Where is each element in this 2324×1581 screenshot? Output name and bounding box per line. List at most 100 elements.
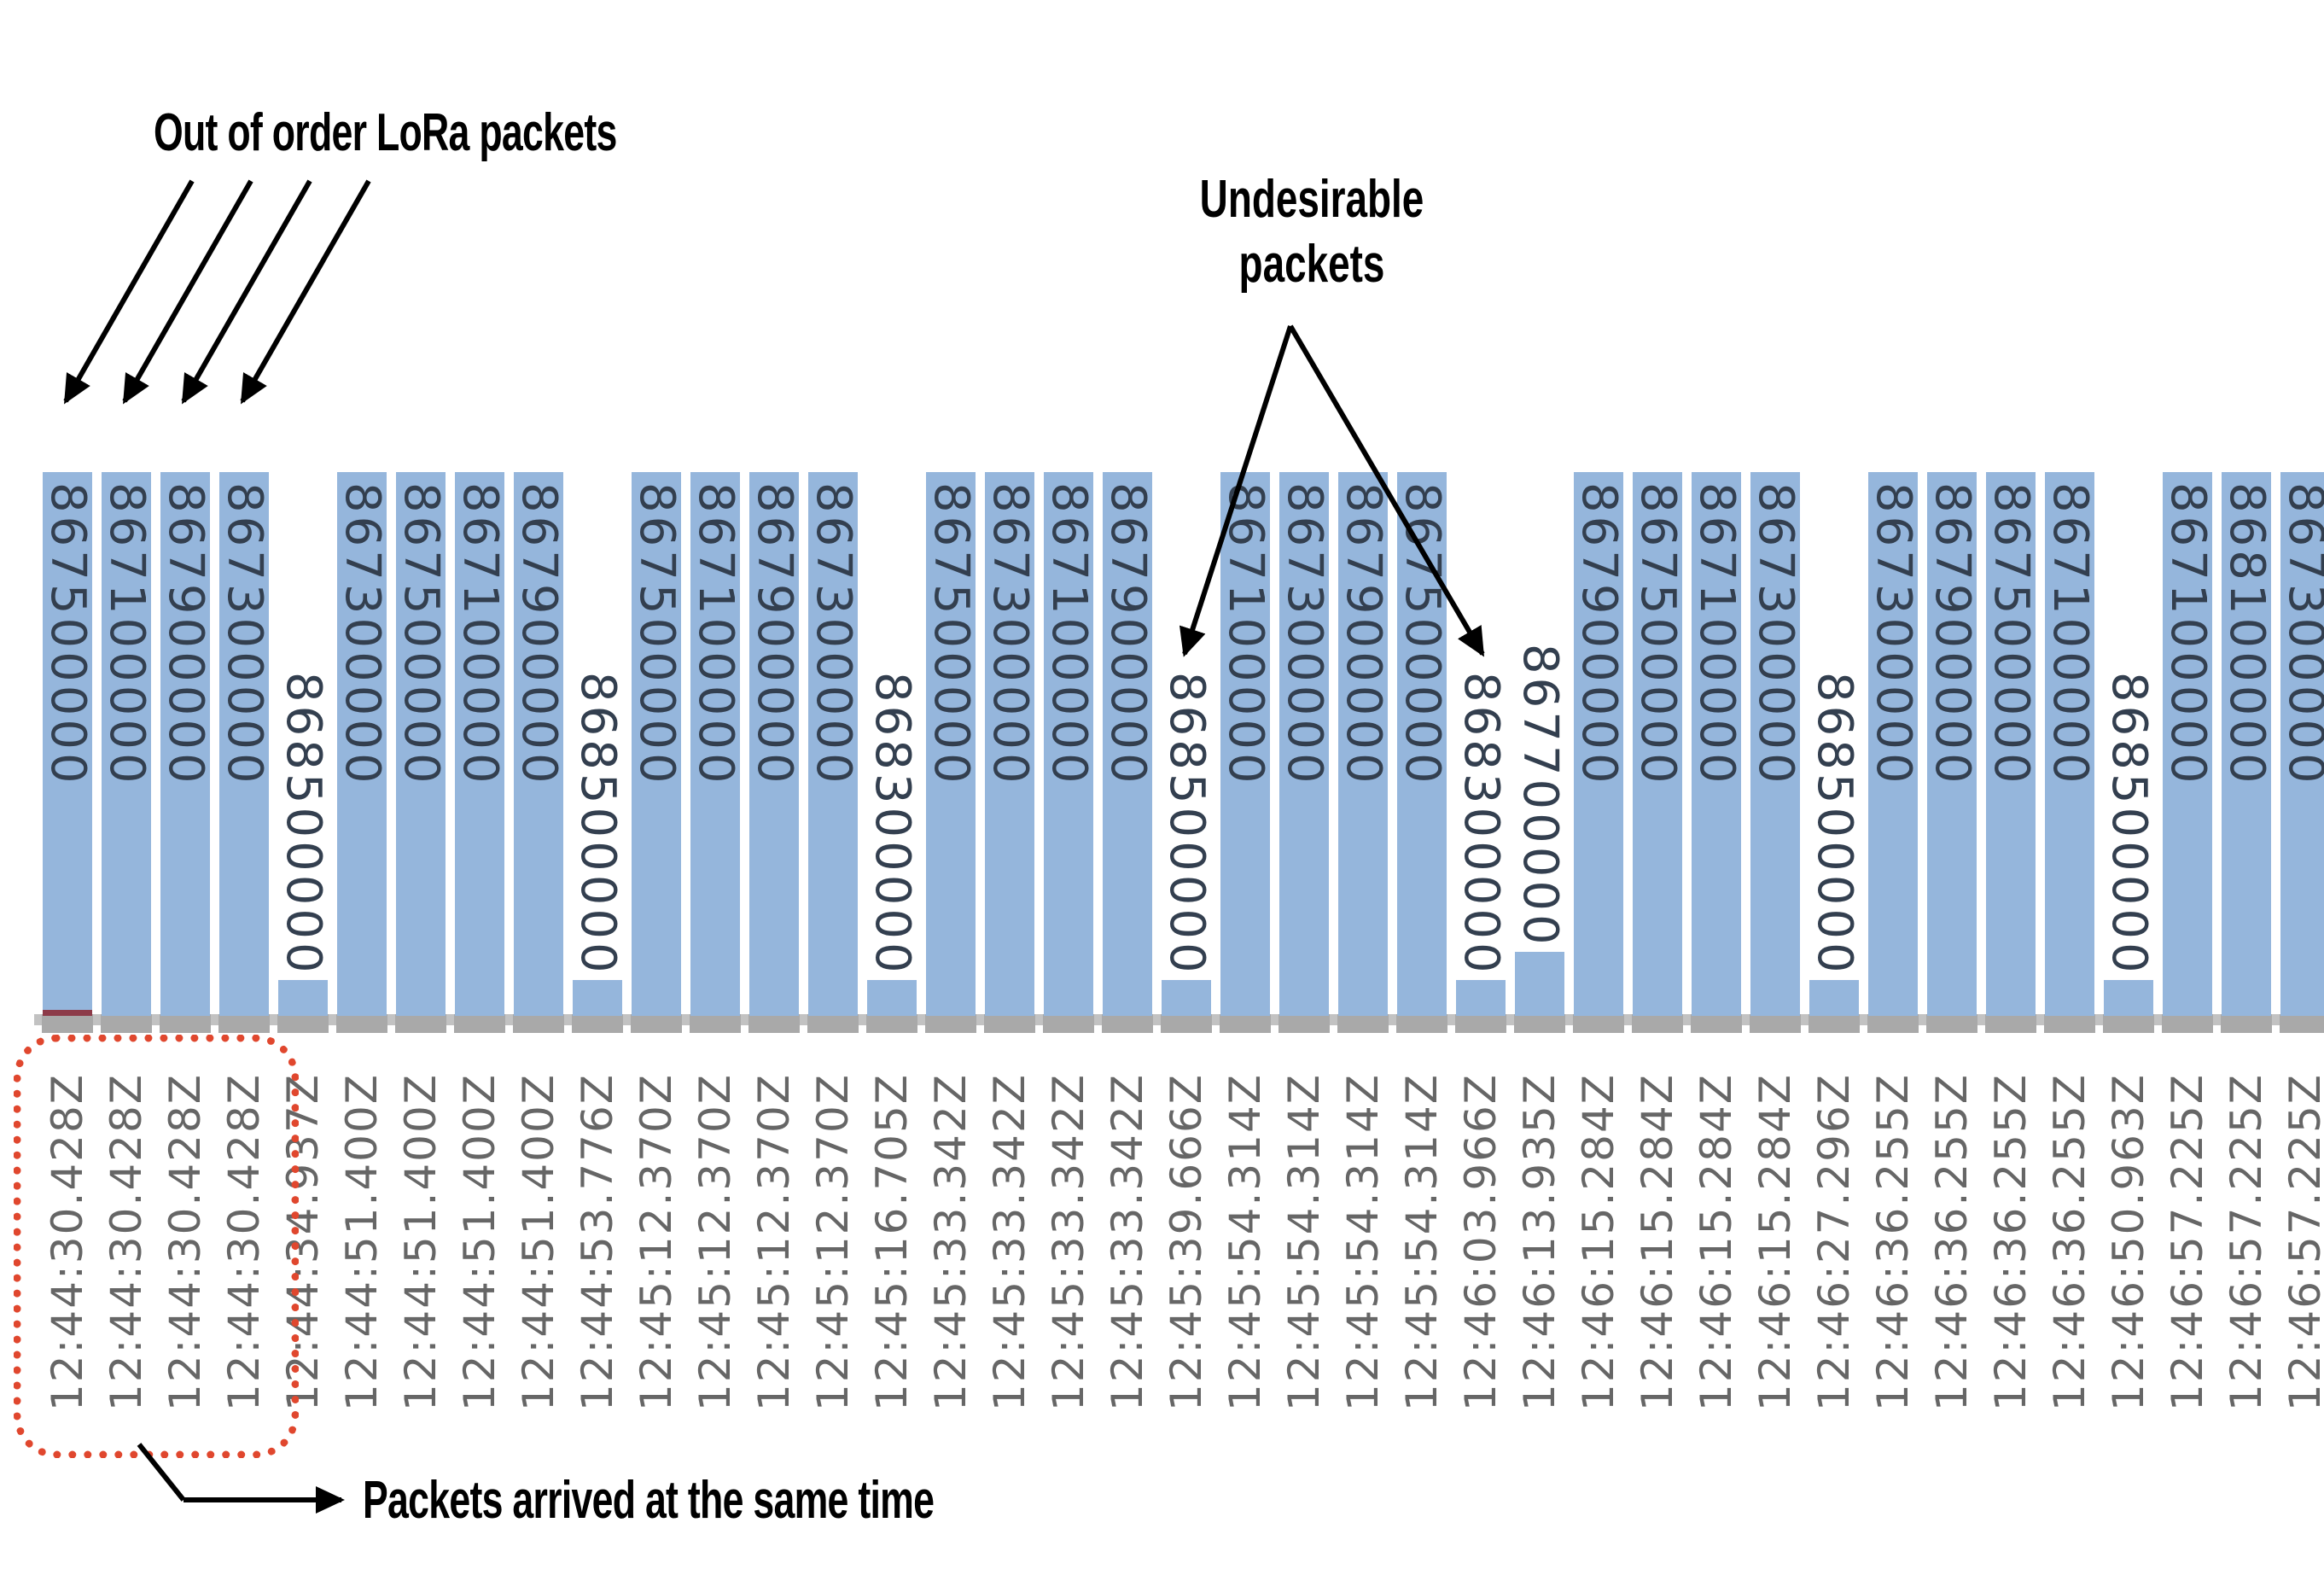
bar xyxy=(1927,472,1977,1016)
bar-value-label-box: 867300000 xyxy=(1748,482,1803,995)
bar xyxy=(690,472,740,1016)
bar-shadow-foot xyxy=(984,1014,1035,1033)
bar-value-label-box: 868300000 xyxy=(865,472,920,977)
bar-value-label: 868500000 xyxy=(276,672,331,977)
bar xyxy=(808,472,858,1016)
bar-value-label-box: 867100000 xyxy=(2042,482,2098,995)
bar-shadow-foot xyxy=(690,1014,741,1033)
bar xyxy=(1515,952,1564,1016)
bar-value-label-box: 867500000 xyxy=(923,482,979,995)
x-axis-tick-label: 12:46:57.225Z xyxy=(2222,1072,2271,1412)
undesirable-title: Undesirable packets xyxy=(1122,167,1501,296)
bar-value-label-box: 867700000 xyxy=(1512,472,1568,948)
bar xyxy=(573,980,622,1016)
bar-value-label-box: 867100000 xyxy=(1218,482,1273,995)
bar xyxy=(1044,472,1093,1016)
bar-value-label-box: 867100000 xyxy=(1041,482,1097,995)
bar-value-label: 868100000 xyxy=(2219,482,2274,787)
bar-shadow-foot xyxy=(2280,1014,2324,1033)
bar-value-label-box: 867900000 xyxy=(158,482,213,995)
bar xyxy=(1986,472,2036,1016)
x-axis-tick-label: 12:45:12.370Z xyxy=(808,1072,858,1412)
bar xyxy=(219,472,269,1016)
bar xyxy=(1809,980,1859,1016)
bar-value-label: 867300000 xyxy=(217,482,272,787)
bar-shadow-foot xyxy=(1396,1014,1447,1033)
x-axis-tick-label: 12:45:39.666Z xyxy=(1162,1072,1211,1412)
bar-value-label-box: 868500000 xyxy=(1807,472,1862,977)
x-axis-tick-label: 12:46:03.966Z xyxy=(1456,1072,1506,1412)
bar-shadow-foot xyxy=(1926,1014,1977,1033)
bar xyxy=(1456,980,1506,1016)
bar xyxy=(1574,472,1623,1016)
x-axis-tick-label: 12:46:57.225Z xyxy=(2163,1072,2212,1412)
bar-value-label: 867100000 xyxy=(452,482,508,787)
bar-shadow-foot xyxy=(2221,1014,2272,1033)
bar-value-label-box: 867500000 xyxy=(1395,482,1450,995)
bar-value-label-box: 868300000 xyxy=(1453,472,1509,977)
bar-value-label-box: 867300000 xyxy=(1277,482,1332,995)
out-of-order-arrow xyxy=(181,179,312,405)
bar-value-label: 867100000 xyxy=(2042,482,2098,787)
x-axis-tick-label: 12:45:12.370Z xyxy=(632,1072,681,1412)
x-axis-tick-label: 12:46:15.284Z xyxy=(1574,1072,1623,1412)
bar-value-label-box: 868100000 xyxy=(2219,482,2274,995)
x-axis-tick-label: 12:44:51.400Z xyxy=(396,1072,446,1412)
bar-value-label: 867500000 xyxy=(629,482,684,787)
bar-shadow-foot xyxy=(1691,1014,1742,1033)
first-bar-underline xyxy=(43,1010,92,1016)
bar-shadow-foot xyxy=(2162,1014,2213,1033)
bar-shadow-foot xyxy=(925,1014,976,1033)
bar xyxy=(2222,472,2271,1016)
bar-shadow-foot xyxy=(807,1014,859,1033)
bar xyxy=(278,980,328,1016)
bar-value-label-box: 867900000 xyxy=(1100,482,1156,995)
bar xyxy=(749,472,799,1016)
bar-shadow-foot xyxy=(277,1014,329,1033)
bar-value-label-box: 867100000 xyxy=(99,482,154,995)
bar-value-label: 867900000 xyxy=(511,482,567,787)
bar-shadow-foot xyxy=(2103,1014,2154,1033)
bar-shadow-foot xyxy=(454,1014,505,1033)
bar xyxy=(1692,472,1741,1016)
x-axis-tick-label: 12:45:33.342Z xyxy=(985,1072,1034,1412)
bar-value-label: 867300000 xyxy=(2278,482,2324,787)
bar xyxy=(337,472,387,1016)
x-axis-tick-label: 12:45:16.705Z xyxy=(867,1072,917,1412)
same-time-dotted-box xyxy=(14,1035,299,1458)
bar-value-label-box: 868500000 xyxy=(570,472,626,977)
x-axis-tick-label: 12:45:54.314Z xyxy=(1220,1072,1270,1412)
bar-shadow-foot xyxy=(866,1014,917,1033)
bar-shadow-foot xyxy=(42,1014,93,1033)
bar xyxy=(2045,472,2094,1016)
x-axis-tick-label: 12:45:33.342Z xyxy=(1103,1072,1152,1412)
out-of-order-arrow xyxy=(122,179,253,405)
x-axis-tick-label: 12:46:36.255Z xyxy=(1927,1072,1977,1412)
x-axis-tick-label: 12:44:51.400Z xyxy=(514,1072,563,1412)
bar-shadow-foot xyxy=(395,1014,446,1033)
bar-value-label: 868300000 xyxy=(1453,672,1509,977)
bar xyxy=(985,472,1034,1016)
bar-value-label: 867700000 xyxy=(1512,644,1568,948)
bar-shadow-foot xyxy=(160,1014,211,1033)
undesirable-title-line2: packets xyxy=(1238,234,1385,294)
bar-value-label: 867900000 xyxy=(747,482,802,787)
x-axis-tick-label: 12:44:53.776Z xyxy=(573,1072,622,1412)
bar-value-label-box: 867500000 xyxy=(629,482,684,995)
x-axis-tick-label: 12:44:51.400Z xyxy=(455,1072,504,1412)
bar-value-label: 867300000 xyxy=(335,482,390,787)
bar-value-label-box: 867900000 xyxy=(511,482,567,995)
x-axis-tick-label: 12:45:33.342Z xyxy=(926,1072,976,1412)
bar-shadow-foot xyxy=(1161,1014,1212,1033)
bar-value-label: 867500000 xyxy=(1983,482,2039,787)
bar-value-label: 867100000 xyxy=(1041,482,1097,787)
bar-value-label-box: 867900000 xyxy=(1571,482,1627,995)
bar xyxy=(2280,472,2324,1016)
bar xyxy=(1750,472,1800,1016)
bar-value-label-box: 867300000 xyxy=(806,482,861,995)
x-axis-tick-label: 12:46:13.935Z xyxy=(1515,1072,1564,1412)
bar-shadow-foot xyxy=(218,1014,270,1033)
x-axis-tick-label: 12:44:51.400Z xyxy=(337,1072,387,1412)
bar xyxy=(926,472,976,1016)
